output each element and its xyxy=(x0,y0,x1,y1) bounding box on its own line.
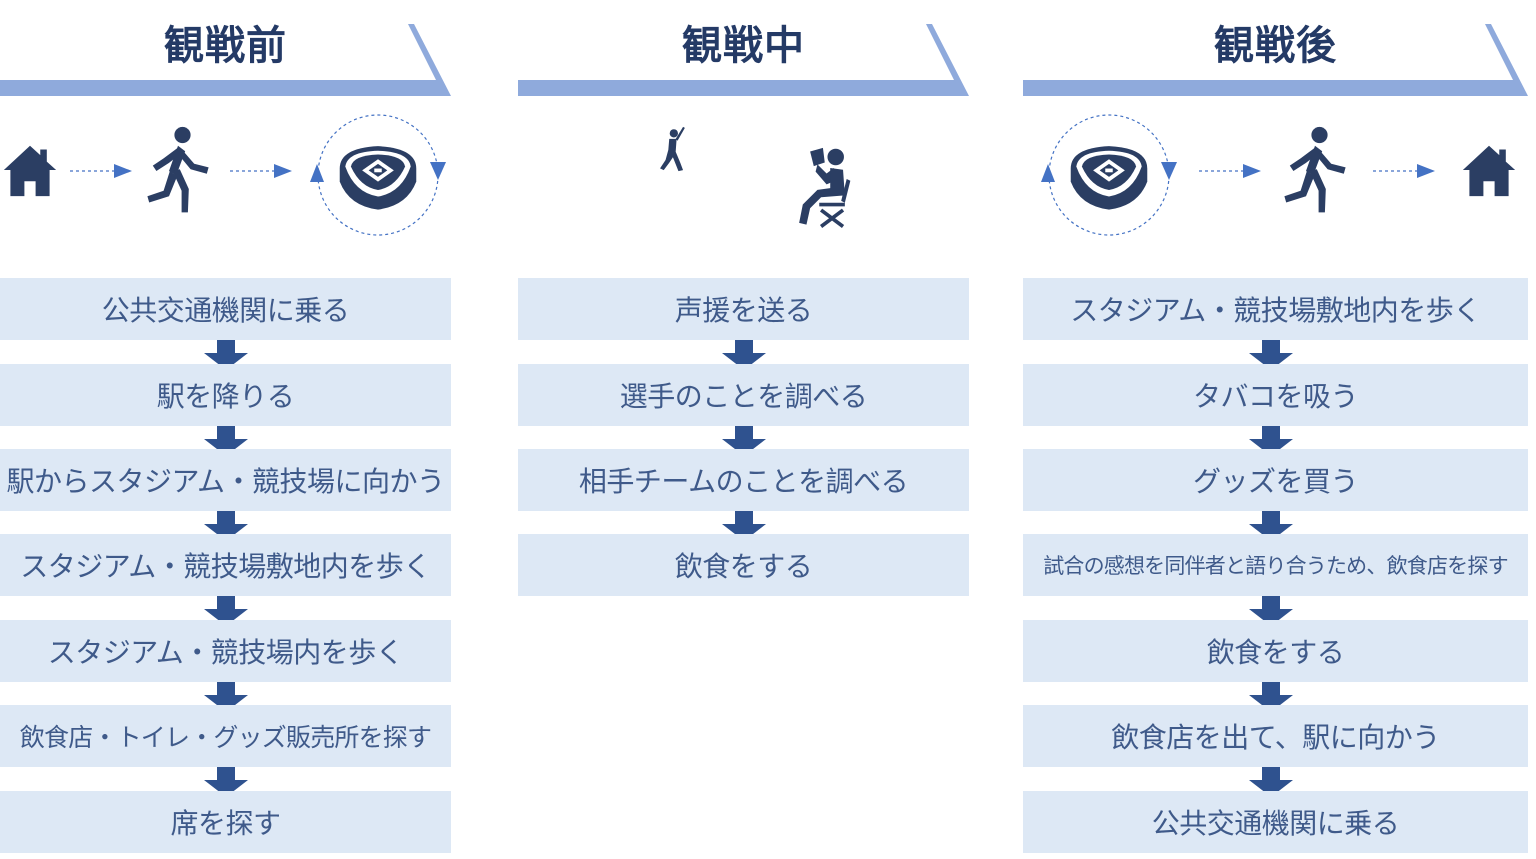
journey-icons-during xyxy=(518,108,969,248)
step-box: 公共交通機関に乗る xyxy=(0,278,451,340)
step-box: スタジアム・競技場敷地内を歩く xyxy=(0,534,451,596)
phase-banner-arrow xyxy=(0,24,451,96)
dotted-arrow-icon xyxy=(70,164,132,178)
journey-icons-before xyxy=(0,108,451,248)
step-box: 飲食をする xyxy=(1023,620,1528,682)
step-box: 選手のことを調べる xyxy=(518,364,969,426)
step-box: 試合の感想を同伴者と語り合うため、飲食店を探す xyxy=(1023,534,1528,596)
step-box: 席を探す xyxy=(0,791,451,853)
batter-icon xyxy=(658,126,686,172)
step-box: スタジアム・競技場敷地内を歩く xyxy=(1023,278,1528,340)
dotted-arrow-icon xyxy=(1199,164,1261,178)
exit-ring-icon xyxy=(1041,114,1177,236)
journey-icons-after xyxy=(1023,108,1528,248)
house-icon xyxy=(2,140,58,200)
runner-icon xyxy=(142,124,214,218)
step-box: 相手チームのことを調べる xyxy=(518,449,969,511)
step-box: グッズを買う xyxy=(1023,449,1528,511)
step-box: スタジアム・競技場内を歩く xyxy=(0,620,451,682)
column-during: 観戦中 声援を送る 選手のことを調べる 相手チームのことを調べる 飲食をする xyxy=(518,0,969,859)
dotted-arrow-icon xyxy=(230,164,292,178)
dotted-arrow-icon xyxy=(1373,164,1435,178)
column-before: 観戦前 公共交通機関に乗る 駅を降りる 駅からスタジアム・競技場に向かう スタジ… xyxy=(0,0,451,859)
step-box: 公共交通機関に乗る xyxy=(1023,791,1528,853)
entry-ring-icon xyxy=(310,114,446,236)
step-box: 飲食をする xyxy=(518,534,969,596)
step-box: 駅からスタジアム・競技場に向かう xyxy=(0,449,451,511)
step-box: 駅を降りる xyxy=(0,364,451,426)
step-box: タバコを吸う xyxy=(1023,364,1528,426)
step-box: 声援を送る xyxy=(518,278,969,340)
step-box: 飲食店を出て、駅に向かう xyxy=(1023,705,1528,767)
phase-banner-arrow xyxy=(1023,24,1528,96)
step-box: 飲食店・トイレ・グッズ販売所を探す xyxy=(0,705,451,767)
phase-title: 観戦後 xyxy=(1214,23,1337,69)
stadium-icon xyxy=(1067,138,1151,214)
seated-fan-icon xyxy=(790,146,854,232)
phase-banner-arrow xyxy=(518,24,969,96)
column-after: 観戦後 スタジアム・競技場敷地内を歩く タバコを吸う グッズを買う 試合の感想を… xyxy=(1023,0,1528,859)
house-icon xyxy=(1461,140,1517,200)
runner-icon xyxy=(1279,124,1351,218)
phase-title: 観戦中 xyxy=(682,23,805,69)
phase-title: 観戦前 xyxy=(164,23,287,69)
stadium-icon xyxy=(336,138,420,214)
